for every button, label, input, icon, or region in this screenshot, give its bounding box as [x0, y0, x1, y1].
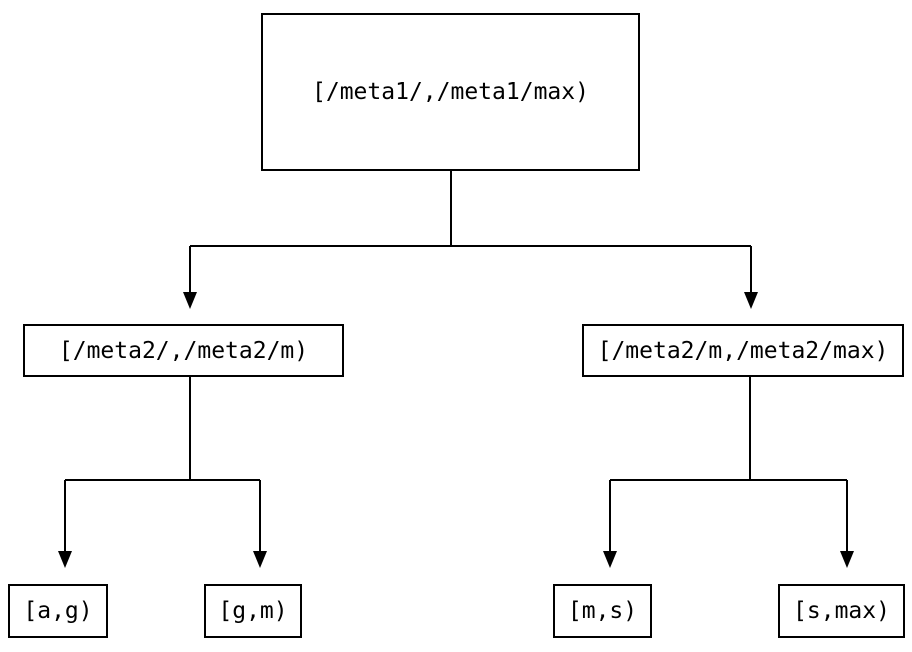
arrow-down-right-leftleaf-icon: [603, 551, 617, 568]
arrow-down-left-rightleaf-icon: [253, 551, 267, 568]
edge-root-trunk: [190, 171, 751, 247]
tree-node-right: [/meta2/m,/meta2/max): [582, 324, 904, 377]
edge-left-trunk: [65, 377, 260, 481]
tree-node-left-right: [g,m): [204, 584, 302, 638]
node-label-left: [/meta2/,/meta2/m): [58, 337, 309, 364]
node-label-right: [/meta2/m,/meta2/max): [597, 337, 889, 364]
tree-node-right-left: [m,s): [553, 584, 652, 638]
node-label-right-left: [m,s): [567, 598, 638, 624]
arrow-down-root-left-icon: [183, 292, 197, 309]
tree-node-root: [/meta1/,/meta1/max): [261, 13, 640, 171]
node-label-right-right: [s,max): [793, 598, 890, 624]
arrow-down-left-leftleaf-icon: [58, 551, 72, 568]
arrow-down-right-rightleaf-icon: [840, 551, 854, 568]
arrow-down-root-right-icon: [744, 292, 758, 309]
node-label-left-left: [a,g): [23, 598, 93, 624]
tree-node-right-right: [s,max): [778, 584, 905, 638]
edge-right-trunk: [610, 377, 847, 481]
tree-node-left: [/meta2/,/meta2/m): [23, 324, 344, 377]
node-label-left-right: [g,m): [218, 598, 288, 624]
tree-node-left-left: [a,g): [8, 584, 108, 638]
node-label-root: [/meta1/,/meta1/max): [312, 79, 589, 105]
